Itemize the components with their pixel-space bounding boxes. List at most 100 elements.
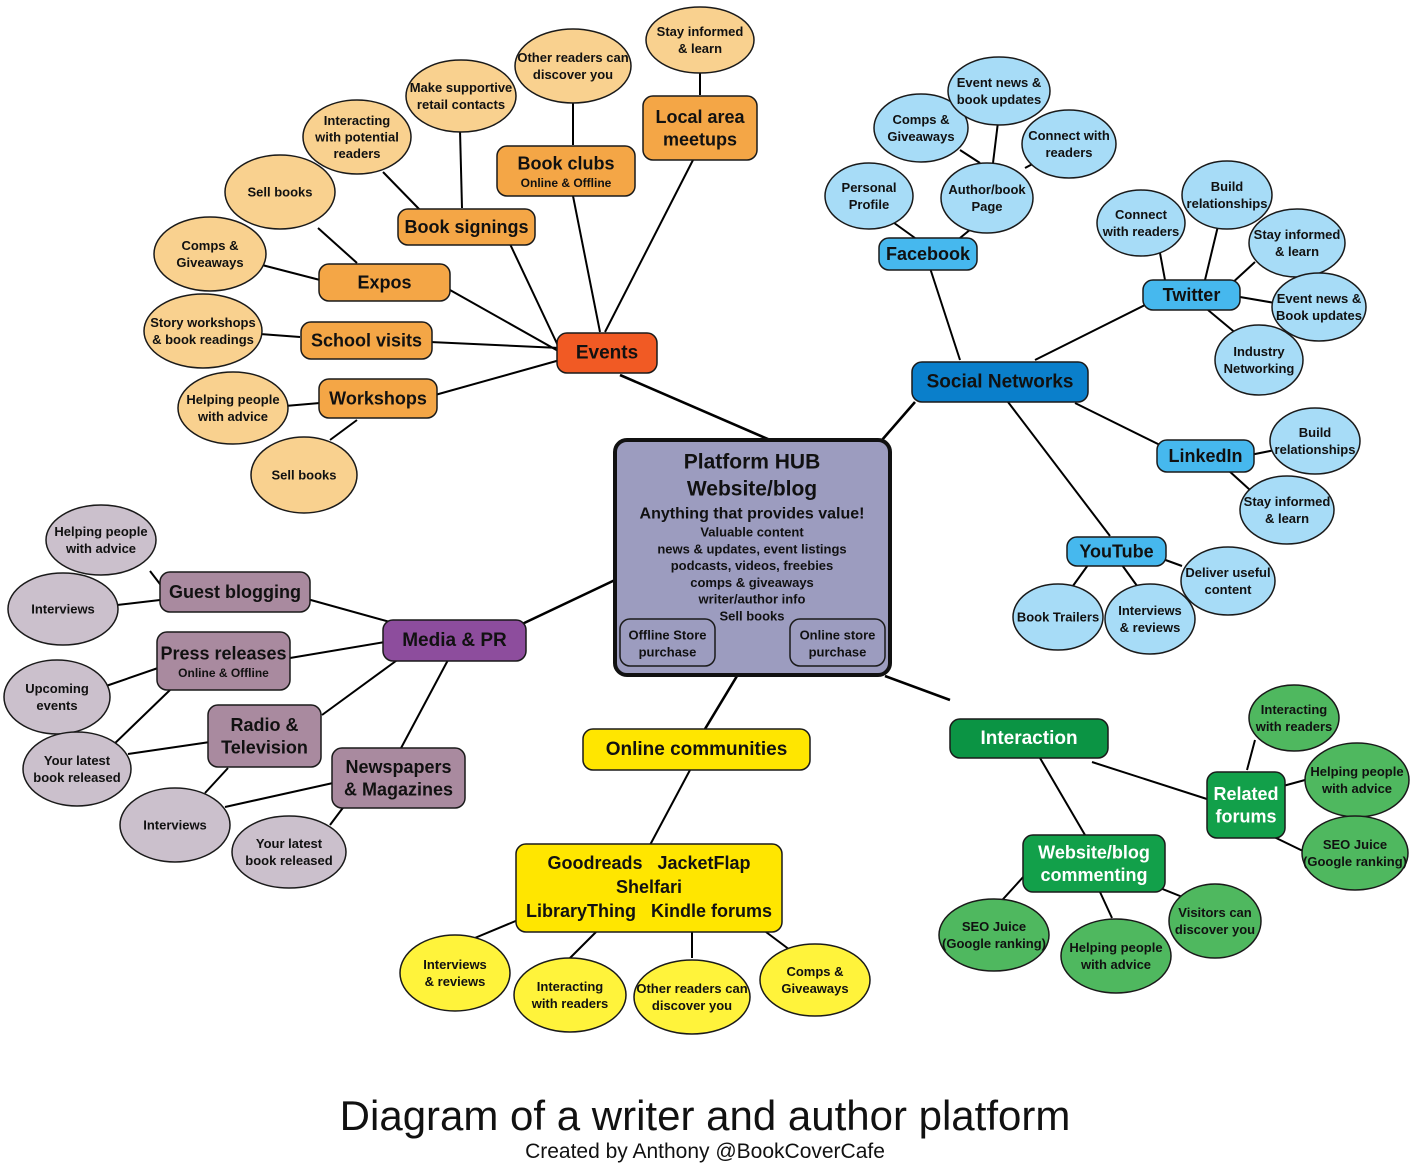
interaction-node: Interaction [949,718,1109,759]
press-releases-node-label: Press releases [160,644,286,664]
inter-bubble-interacting-text: Interacting [1261,702,1328,717]
book-signings-node: Book signings [397,208,536,246]
related-forums-node-label: Related [1213,784,1278,804]
connector-line [399,659,449,751]
tw-bubble-industry-shape [1214,324,1304,396]
diagram-title: Diagram of a writer and author platform [339,1092,1071,1139]
inter-bubble-seo2-text: (Google ranking) [942,936,1046,951]
connector-line [1207,309,1239,336]
connector-line [1159,252,1166,281]
connector-line [992,121,999,164]
li-bubble-build-text: relationships [1275,442,1356,457]
social-networks-node: Social Networks [911,361,1089,403]
online-bubble-other-text: discover you [652,998,732,1013]
fb-bubble-event-text: Event news & [957,75,1042,90]
inter-bubble-seo1: SEO Juice(Google ranking) [1301,815,1409,891]
twitter-node-shape [1142,279,1241,311]
hub-line: news & updates, event listings [657,541,846,556]
tw-bubble-event: Event news &Book updates [1271,272,1367,342]
fb-bubble-connect-text: Connect with [1028,128,1110,143]
hub-line: podcasts, videos, freebies [671,558,834,573]
events-bubble-comps-text: Giveaways [176,255,243,270]
inter-bubble-interacting-text: with readers [1255,719,1333,734]
events-bubble-sell1-text: Sell books [247,185,312,200]
fb-bubble-comps-text: Giveaways [887,129,954,144]
connector-line [604,159,694,333]
li-bubble-stay-text: Stay informed [1244,494,1331,509]
fb-bubble-connect-shape [1021,109,1117,179]
connector-line [469,919,519,941]
guest-blogging-node-label: Guest blogging [169,582,301,602]
connector-line [127,741,211,755]
online-communities-list-shape [515,843,783,933]
hub-offline-store-text: purchase [639,645,697,660]
connector-line [1074,402,1161,446]
twitter-node-label: Twitter [1163,285,1221,305]
connector-line [1239,296,1276,304]
events-bubble-other-shape [514,28,632,104]
connector-line [1204,225,1219,281]
media-bubble-latest1-shape [22,731,132,807]
workshops-node-shape [318,378,438,419]
connector-line [1099,891,1113,919]
hub-online-store-text: Online store [800,628,876,643]
online-bubble-interacting-shape [513,957,627,1033]
fb-bubble-personal-text: Profile [849,197,889,212]
tw-bubble-build-shape [1181,160,1273,230]
workshops-node: Workshops [318,378,438,419]
events-bubble-story-text: & book readings [152,332,254,347]
connector-line [116,599,161,606]
tw-bubble-industry-text: Industry [1233,344,1285,359]
events-bubble-interacting-text: Interacting [324,113,391,128]
hub-to-online [703,675,739,730]
radio-tv-node-shape [207,704,322,768]
hub-title: Website/blog [687,478,817,501]
hub-to-social [881,401,916,441]
yt-bubble-interviews-text: & reviews [1120,620,1181,635]
media-bubble-interviews1-text: Interviews [31,602,95,617]
interaction-node-label: Interaction [980,728,1077,749]
radio-tv-node-label: Radio & [230,715,298,735]
online-bubble-comps-shape [759,943,871,1017]
newspapers-node-label: Newspapers [345,757,451,777]
inter-bubble-seo2: SEO Juice(Google ranking) [938,898,1050,972]
tw-bubble-connect-text: with readers [1102,224,1180,239]
hub-line: comps & giveaways [690,575,814,590]
connector-line [1091,761,1211,801]
events-bubble-comps-shape [153,216,267,292]
social-networks-node-shape [911,361,1089,403]
li-bubble-stay: Stay informed& learn [1239,475,1335,545]
guest-blogging-node-shape [159,571,311,613]
connector-line [317,227,358,264]
inter-bubble-helping2-shape [1060,918,1172,994]
connector-line [572,195,601,333]
connector-line [284,402,321,407]
connector-line [959,149,981,164]
media-bubble-latest2-text: book released [245,853,332,868]
hub-online-store-text: purchase [809,645,867,660]
media-bubble-latest1-text: book released [33,770,120,785]
connector-line [1227,469,1251,491]
tw-bubble-build-text: relationships [1187,196,1268,211]
school-visits-node-label: School visits [311,331,422,351]
inter-bubble-interacting: Interacting with readers [1248,684,1340,752]
tw-bubble-event-text: Event news & [1277,291,1362,306]
book-clubs-node-label: Book clubs [517,154,614,174]
online-communities-node-label: Online communities [606,739,788,760]
interaction-node-shape [949,718,1109,759]
li-bubble-stay-shape [1239,475,1335,545]
facebook-node: Facebook [878,237,978,271]
hub-to-interaction [884,674,951,702]
events-bubble-supportive-text: retail contacts [417,97,505,112]
